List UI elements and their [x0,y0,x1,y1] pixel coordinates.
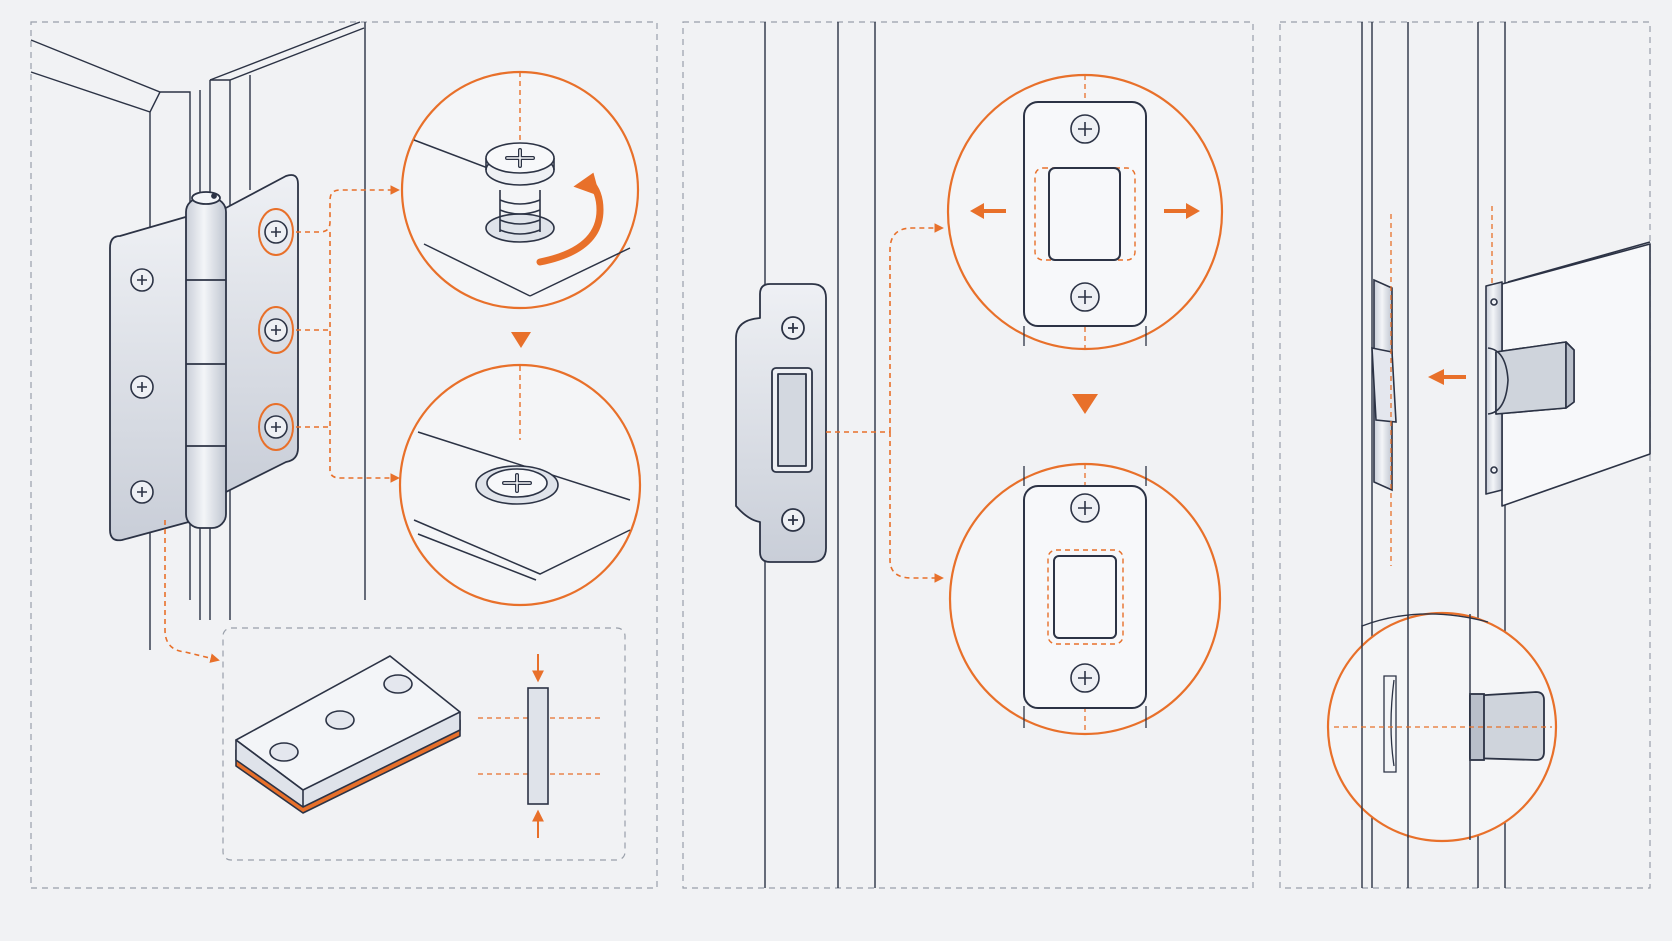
shim-icon [235,655,461,814]
screw-icon [781,316,805,340]
panel-strike-plate [682,21,1254,889]
detail-latch-engaged [1326,611,1558,843]
screw-icon [1070,663,1100,693]
arrow-left-icon [970,203,1006,219]
detail-screw-tightening [400,70,640,310]
hinge-left-screws [130,268,154,504]
hinge-left-leaf [109,213,197,542]
screw-icon [781,508,805,532]
detail-strike-before [946,73,1224,351]
strike-leader-lines [826,223,944,583]
screw-icon [475,465,559,505]
latch-bolt-icon [1487,298,1575,474]
arrow-down-icon [1072,394,1098,414]
screw-icon [1070,493,1100,523]
shim-thickness-view [478,654,600,838]
hinge-barrel [185,197,227,529]
screw-icon [130,268,154,292]
jamb-strike-icon [1371,278,1397,492]
detail-shim [222,627,626,861]
panel-hinge-frame [30,21,658,889]
panel-latch [1279,21,1651,889]
door-edge [1485,241,1651,507]
arrow-down-icon [511,332,531,348]
screw-icon [264,415,288,439]
screw-icon [1070,114,1100,144]
screw-icon [264,318,288,342]
screw-icon [130,480,154,504]
panel-hinge [30,21,658,889]
screw-icon [485,142,555,243]
screw-icon [130,375,154,399]
hinge-right-screws [258,208,294,451]
arrow-right-icon [1164,203,1200,219]
detail-screw-flush [398,363,642,607]
screw-icon [264,220,288,244]
latch-guide-lines [1390,206,1493,566]
hinge-leader-lines [164,185,400,663]
latch-bolt-icon [1469,691,1545,761]
arrow-left-icon [1428,369,1466,385]
strike-plate-icon [735,283,827,563]
screw-icon [1070,282,1100,312]
panel-strike-frame [682,21,1254,889]
detail-strike-after [948,462,1222,736]
panel-latch-frame [1279,21,1651,889]
